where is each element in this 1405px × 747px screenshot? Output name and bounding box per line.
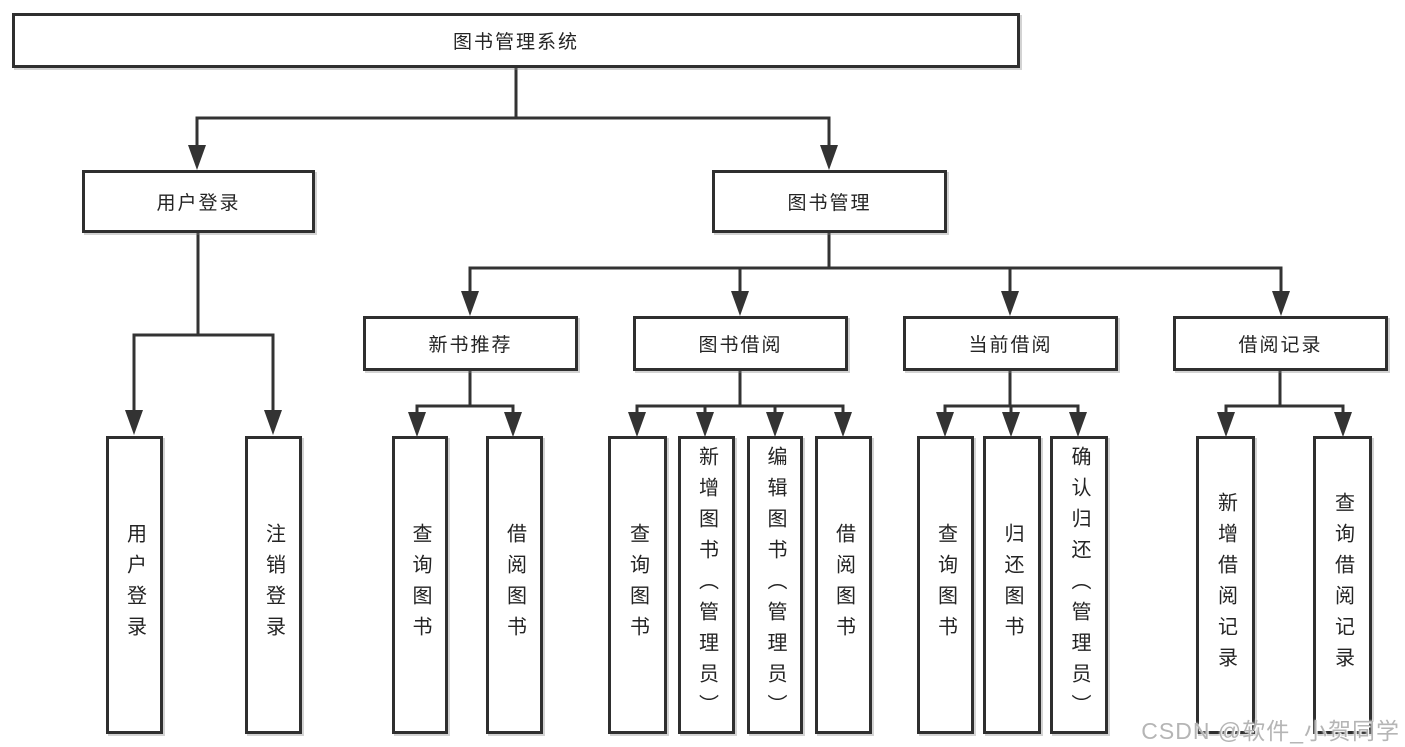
leaf-current-query-books: 查询图书 [917,436,974,734]
node-label: 借阅记录 [1238,335,1323,356]
node-label: 当前借阅 [968,335,1053,356]
leaf-label: 归还图书 [1001,523,1023,647]
node-label: 图书管理系统 [452,32,579,53]
node-system-root: 图书管理系统 [12,13,1020,68]
node-book-borrow: 图书借阅 [633,316,848,371]
leaf-label: 新增借阅记录 [1214,492,1237,678]
node-user-login: 用户登录 [82,170,315,233]
node-current-borrow: 当前借阅 [903,316,1118,371]
leaf-label: 查询图书 [934,523,957,647]
leaf-label: 编辑图书（管理员） [764,445,786,725]
node-book-management: 图书管理 [712,170,947,233]
leaf-user-login: 用户登录 [106,436,163,734]
leaf-label: 查询图书 [409,523,431,647]
leaf-records-query-record: 查询借阅记录 [1313,436,1372,734]
node-label: 图书借阅 [698,335,783,356]
leaf-borrow-add-books-admin: 新增图书（管理员） [678,436,735,734]
leaf-label: 借阅图书 [832,523,855,647]
leaf-current-confirm-return-admin: 确认归还（管理员） [1050,436,1108,734]
node-label: 新书推荐 [428,335,513,356]
leaf-label: 查询借阅记录 [1331,492,1354,678]
leaf-label: 用户登录 [123,523,146,647]
csdn-watermark: CSDN @软件_小贺同学 [1141,718,1400,744]
node-label: 用户登录 [156,193,241,214]
leaf-label: 查询图书 [626,523,649,647]
leaf-borrow-edit-books-admin: 编辑图书（管理员） [747,436,803,734]
node-borrow-records: 借阅记录 [1173,316,1388,371]
leaf-recommend-query-books: 查询图书 [392,436,448,734]
leaf-label: 确认归还（管理员） [1068,445,1090,725]
node-new-book-recommend: 新书推荐 [363,316,578,371]
leaf-label: 注销登录 [262,523,285,647]
leaf-borrow-query-books: 查询图书 [608,436,667,734]
leaf-borrow-borrow-books: 借阅图书 [815,436,872,734]
leaf-logout: 注销登录 [245,436,302,734]
leaf-records-add-record: 新增借阅记录 [1196,436,1255,734]
leaf-current-return-books: 归还图书 [983,436,1041,734]
node-label: 图书管理 [787,193,872,214]
leaf-recommend-borrow-books: 借阅图书 [486,436,543,734]
leaf-label: 新增图书（管理员） [695,445,718,725]
leaf-label: 借阅图书 [503,523,526,647]
